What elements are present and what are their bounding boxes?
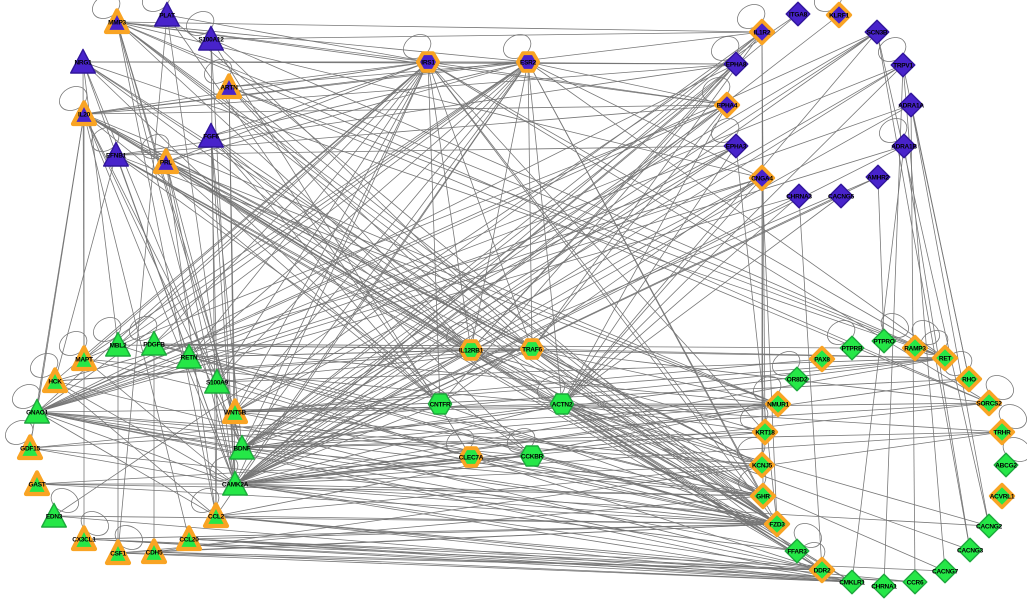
svg-text:IL12RB1: IL12RB1 — [459, 348, 484, 355]
svg-text:PTPRO: PTPRO — [873, 339, 894, 346]
svg-text:PDGFB: PDGFB — [143, 342, 165, 349]
svg-text:IRS1: IRS1 — [421, 60, 435, 67]
svg-text:PTPRB: PTPRB — [842, 346, 863, 353]
svg-text:CX3CL1: CX3CL1 — [72, 537, 96, 544]
svg-text:CMKLR1: CMKLR1 — [839, 580, 865, 587]
svg-text:S100A9: S100A9 — [206, 380, 229, 387]
svg-text:DDR2: DDR2 — [814, 568, 831, 575]
svg-text:SCN3B: SCN3B — [867, 30, 888, 37]
svg-text:S100A12: S100A12 — [198, 37, 224, 44]
svg-text:CACNG5: CACNG5 — [828, 194, 855, 201]
svg-text:MAPT: MAPT — [75, 357, 93, 364]
svg-text:CLEC7A: CLEC7A — [459, 455, 484, 462]
svg-text:RET: RET — [939, 356, 952, 363]
svg-text:FGF6: FGF6 — [203, 134, 219, 141]
svg-text:CACNG2: CACNG2 — [976, 524, 1003, 531]
svg-text:EPHA3: EPHA3 — [726, 144, 747, 151]
svg-text:EPHA4: EPHA4 — [717, 103, 738, 110]
svg-text:PLAT: PLAT — [159, 13, 175, 20]
svg-text:WNT5B: WNT5B — [224, 410, 246, 417]
svg-text:ESR2: ESR2 — [520, 60, 537, 67]
svg-text:CCL20: CCL20 — [179, 537, 199, 544]
svg-text:RETN: RETN — [181, 355, 198, 362]
svg-text:CNTFR: CNTFR — [430, 402, 451, 409]
svg-text:IL1R2: IL1R2 — [754, 30, 771, 37]
svg-text:CSF1: CSF1 — [110, 551, 126, 558]
svg-text:SORCS2: SORCS2 — [976, 401, 1002, 408]
svg-text:KRT18: KRT18 — [755, 430, 775, 437]
svg-text:ADRA1B: ADRA1B — [891, 144, 917, 151]
svg-text:HCK: HCK — [48, 379, 62, 386]
svg-text:ITGA8: ITGA8 — [789, 12, 808, 19]
svg-text:FFAR3: FFAR3 — [787, 549, 807, 556]
svg-text:GAST: GAST — [28, 482, 45, 489]
svg-text:ARTN: ARTN — [220, 85, 238, 92]
svg-text:CNGA4: CNGA4 — [751, 176, 773, 183]
svg-text:RHO: RHO — [962, 377, 976, 384]
svg-text:ACVRL1: ACVRL1 — [990, 494, 1015, 501]
svg-text:FZD3: FZD3 — [769, 522, 785, 529]
svg-text:PRL: PRL — [160, 160, 173, 167]
svg-text:NRG1: NRG1 — [74, 60, 92, 67]
svg-text:IL20: IL20 — [78, 112, 91, 119]
svg-text:CDH5: CDH5 — [146, 550, 163, 557]
svg-text:EFNB1: EFNB1 — [106, 153, 127, 160]
svg-text:ACTN2: ACTN2 — [552, 402, 573, 409]
svg-text:CHRNA1: CHRNA1 — [871, 584, 897, 591]
svg-text:ABCG2: ABCG2 — [995, 463, 1017, 470]
svg-text:NMUR1: NMUR1 — [767, 402, 789, 409]
svg-text:GHR: GHR — [756, 494, 770, 501]
svg-text:CCR6: CCR6 — [907, 580, 924, 587]
svg-text:BDNF: BDNF — [233, 446, 250, 453]
svg-text:MMP3: MMP3 — [108, 20, 126, 27]
svg-text:MBL2: MBL2 — [110, 343, 127, 350]
svg-text:OR8D2: OR8D2 — [787, 377, 808, 384]
svg-text:EDN3: EDN3 — [46, 514, 63, 521]
svg-text:RAMP3: RAMP3 — [904, 346, 926, 353]
svg-text:GDF15: GDF15 — [20, 446, 40, 453]
svg-text:CCKBR: CCKBR — [521, 454, 544, 461]
svg-text:PAX8: PAX8 — [814, 357, 830, 364]
svg-text:CAMK2A: CAMK2A — [222, 482, 249, 489]
svg-text:GNAO1: GNAO1 — [26, 410, 49, 417]
svg-text:TRAF6: TRAF6 — [522, 347, 542, 354]
svg-text:KLRF1: KLRF1 — [829, 13, 849, 20]
svg-text:AMHR2: AMHR2 — [867, 175, 889, 182]
svg-text:KCNJ5: KCNJ5 — [752, 463, 773, 470]
svg-text:ADRA1A: ADRA1A — [898, 103, 924, 110]
svg-text:CCL2: CCL2 — [208, 514, 225, 521]
svg-text:CACNG7: CACNG7 — [932, 569, 959, 576]
svg-text:TRPV1: TRPV1 — [893, 63, 913, 70]
svg-text:EPHA8: EPHA8 — [726, 62, 747, 69]
svg-text:CACNG3: CACNG3 — [957, 548, 984, 555]
svg-text:CHRNA3: CHRNA3 — [786, 194, 812, 201]
svg-text:TRHR: TRHR — [993, 430, 1011, 437]
